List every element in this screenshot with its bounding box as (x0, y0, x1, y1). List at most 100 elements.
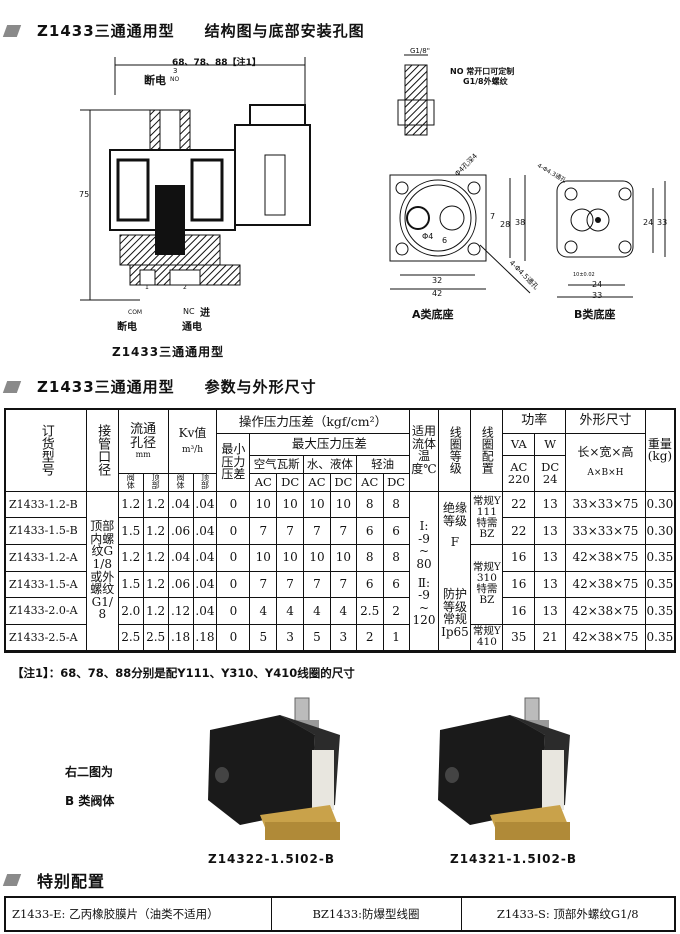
cell-va: 35 (502, 623, 536, 652)
cell-pressure: 3 (276, 623, 305, 652)
header-model: 订货型号 (4, 408, 87, 492)
photo-caption-1: Z14322-1.5Ⅰ02-B (208, 852, 335, 866)
cell-min: 0 (216, 490, 251, 519)
fitting-thread: G1/8外螺纹 (463, 77, 508, 86)
cell-pressure: 7 (249, 570, 278, 599)
cell-va: 16 (502, 597, 536, 625)
base-a-caption: A类底座 (412, 308, 454, 321)
cell-dims: 42×38×75 (565, 597, 646, 625)
cell-ot: 1.2 (142, 543, 169, 572)
cell-pressure: 7 (329, 517, 357, 545)
off-label-bottom: 断电 (117, 322, 137, 333)
header-dims: 外形尺寸 (565, 408, 646, 434)
photo-caption-2: Z14321-1.5Ⅰ02-B (450, 852, 577, 866)
cell-weight: 0.35 (644, 543, 676, 572)
cell-weight: 0.35 (644, 597, 676, 625)
section-header-structure: Z1433三通通用型 结构图与底部安装孔图 (2, 20, 365, 41)
cell-port: 顶部内螺纹G1/8或外螺纹G1/8 (85, 490, 119, 652)
port3-no-label: NO (170, 76, 180, 83)
cell-va: 22 (502, 490, 536, 519)
header-pressure: 操作压力压差（kgf/cm²） (216, 408, 410, 434)
cell-coil-config: 常规Y410 (470, 623, 504, 652)
base-b-d33h: 33 (657, 218, 668, 227)
inlet-label: 进 (200, 308, 210, 319)
base-a-d42: 42 (432, 289, 443, 298)
header-water-dc: DC (329, 472, 357, 492)
header-oil: 轻油 (355, 454, 410, 474)
cell-dims: 42×38×75 (565, 570, 646, 599)
cell-pressure: 4 (329, 597, 357, 625)
width-dimension-label: 68、78、88【注1】 (172, 58, 261, 68)
com-label: COM (128, 309, 143, 316)
cell-kb: .04 (167, 490, 194, 519)
cell-pressure: 2 (355, 623, 384, 652)
header-air: 空气瓦斯 (249, 454, 305, 474)
header-ac220: AC 220 (502, 454, 536, 492)
cell-ob: 2.5 (117, 623, 144, 652)
cell-weight: 0.35 (644, 570, 676, 599)
header-air-dc: DC (276, 472, 305, 492)
port2-label: 2 (183, 284, 187, 291)
fitting-note: NO 常开口可定制 (450, 67, 515, 76)
cell-kt: .04 (192, 517, 218, 545)
base-a-d32: 32 (432, 276, 443, 285)
structure-drawing (80, 54, 666, 301)
header-min-pressure: 最小压力压差 (216, 432, 251, 492)
product-photo-2 (438, 697, 570, 840)
cell-pressure: 6 (382, 570, 410, 599)
cell-pressure: 10 (249, 490, 278, 519)
cell-ot: 2.5 (142, 623, 169, 652)
header-coil-grade: 线圈等级 (438, 408, 472, 492)
header-water: 水、液体 (303, 454, 357, 474)
cell-ot: 1.2 (142, 597, 169, 625)
header-orifice-top: 顶部 (142, 472, 169, 492)
cell-pressure: 8 (382, 543, 410, 572)
cell-ob: 1.5 (117, 570, 144, 599)
cell-pressure: 8 (355, 490, 384, 519)
cell-kt: .04 (192, 490, 218, 519)
cell-coil-config: 常规Y111特需BZ (470, 490, 504, 545)
off-label-top: 断电 (144, 74, 166, 87)
header-water-ac: AC (303, 472, 331, 492)
cell-w: 13 (534, 597, 567, 625)
cell-kb: .04 (167, 543, 194, 572)
cell-model: Z1433-1.5-B (4, 517, 87, 545)
cell-dims: 33×33×75 (565, 517, 646, 545)
cell-model: Z1433-1.5-A (4, 570, 87, 599)
cell-ot: 1.2 (142, 517, 169, 545)
cell-model: Z1433-1.2-B (4, 490, 87, 519)
cell-kt: .04 (192, 543, 218, 572)
cell-kt: .04 (192, 597, 218, 625)
section-model: Z1433三通通用型 (37, 22, 175, 40)
cell-weight: 0.35 (644, 623, 676, 652)
base-a-d7: 7 (490, 212, 496, 221)
cell-kb: .06 (167, 517, 194, 545)
cell-w: 21 (534, 623, 567, 652)
cell-kt: .04 (192, 570, 218, 599)
cell-model: Z1433-1.2-A (4, 543, 87, 572)
cell-pressure: 6 (355, 517, 384, 545)
cell-va: 16 (502, 570, 536, 599)
header-orifice-body: 阀体 (117, 472, 144, 492)
cell-pressure: 10 (276, 490, 305, 519)
cell-pressure: 7 (329, 570, 357, 599)
base-a-d38: 38 (515, 218, 526, 227)
cell-dims: 33×33×75 (565, 490, 646, 519)
cell-ob: 1.2 (117, 490, 144, 519)
header-oil-ac: AC (355, 472, 384, 492)
section-header-special: 特别配置 (2, 868, 105, 892)
cell-kb: .12 (167, 597, 194, 625)
height-dimension-label: 75 (79, 190, 90, 199)
section-model: Z1433三通通用型 (37, 378, 175, 396)
footnote: 【注1】：68、78、88分别是配Y111、Y310、Y410线圈的尺寸 (12, 666, 355, 680)
cell-w: 13 (534, 490, 567, 519)
cell-pressure: 6 (382, 517, 410, 545)
base-b-d24h: 24 (643, 218, 654, 227)
